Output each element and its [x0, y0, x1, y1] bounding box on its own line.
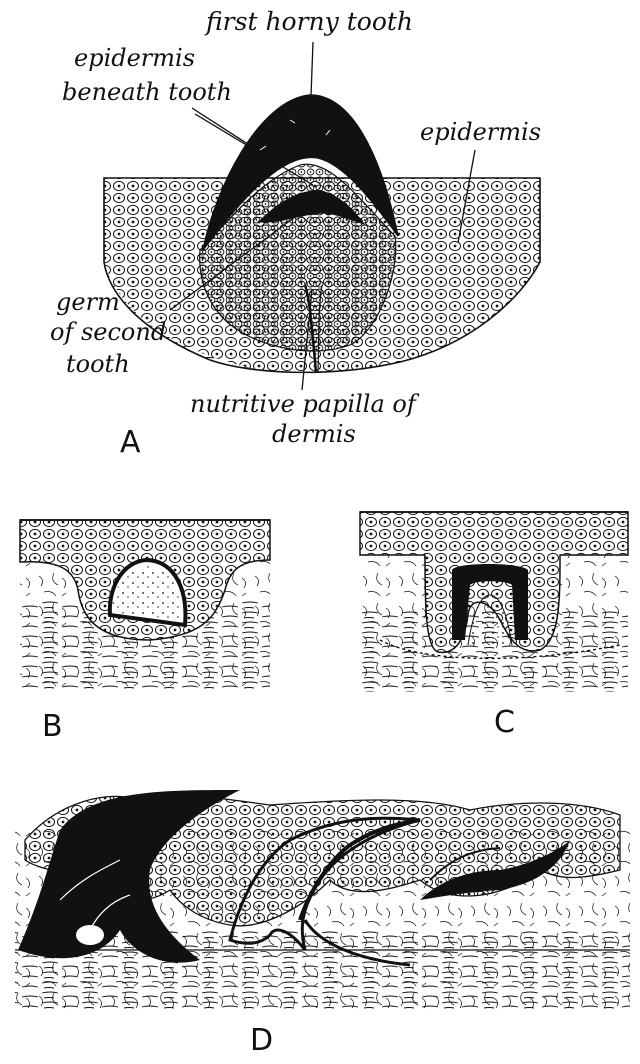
- label-germ-line3: tooth: [66, 352, 130, 376]
- label-germ-line2: of second: [50, 320, 166, 344]
- panel-b: [20, 520, 270, 690]
- panel-label-d: D: [250, 1026, 273, 1056]
- label-papilla-line1: nutritive papilla of: [190, 392, 416, 416]
- label-epidermis: epidermis: [420, 120, 541, 144]
- label-epidermis-beneath-line1: epidermis: [74, 46, 195, 70]
- panel-label-c: C: [494, 708, 515, 738]
- label-papilla-line2: dermis: [272, 422, 356, 446]
- label-epidermis-beneath-line2: beneath tooth: [62, 80, 232, 104]
- label-first-horny-tooth: first horny tooth: [206, 10, 413, 34]
- panel-label-a: A: [120, 428, 141, 458]
- label-germ-line1: germ: [56, 290, 120, 314]
- panel-d: [15, 790, 630, 1010]
- panel-label-b: B: [42, 712, 63, 742]
- panel-c: [360, 512, 628, 692]
